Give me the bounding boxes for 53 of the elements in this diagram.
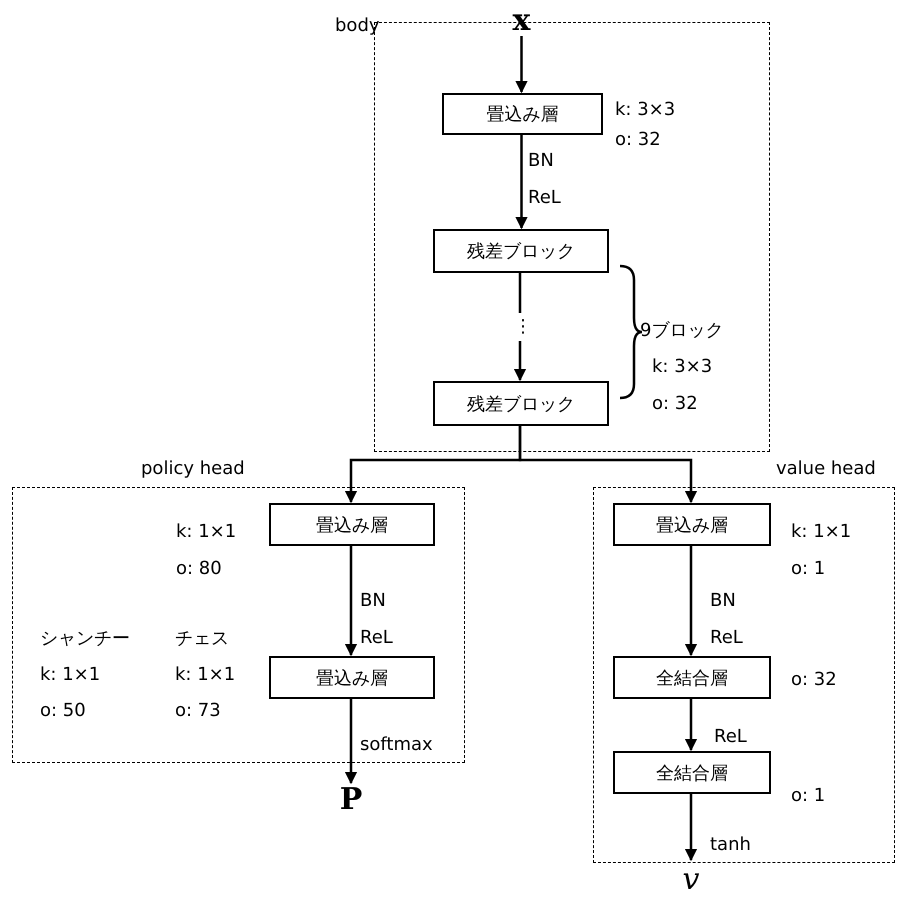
layer-box [433,229,609,273]
arrow [344,545,358,656]
arrow [684,793,698,862]
layer-label: 全結合層 [656,762,728,784]
parameter-note: k: 3×3 [615,101,676,119]
layer-box [433,381,609,426]
layer-box [613,656,771,699]
group-heading: policy head [141,460,245,478]
layer-box [269,503,435,546]
parameter-note: o: 32 [791,671,837,689]
math-symbol: v [677,860,705,898]
arrow [684,545,698,656]
parameter-note: o: 32 [652,395,698,413]
layer-box [442,93,603,135]
edge-label: tanh [710,834,750,856]
layer-box [613,751,771,794]
parameter-note: o: 80 [176,560,222,578]
arrow [515,134,528,230]
arrow [518,425,698,504]
group-heading: value head [776,460,876,478]
parameter-note: k: 1×1 [791,523,852,541]
arrow [515,36,528,94]
edge-label: ReL [714,726,748,748]
parameter-note: k: 3×3 [652,358,712,376]
parameter-note: o: 50 [40,702,86,720]
parameter-note: o: 32 [615,131,661,149]
parameter-note: チェス [175,630,229,648]
layer-label: 畳込み層 [656,514,728,536]
layer-label: 畳込み層 [486,103,558,126]
parameter-note: o: 73 [175,702,221,720]
parameter-note: k: 1×1 [40,666,100,684]
arrow [344,698,358,784]
edge-label: BN ReL [710,589,744,650]
edge-label: BN ReL [360,589,394,650]
parameter-note: k: 1×1 [176,523,236,541]
arrow [684,698,698,752]
parameter-note: o: 1 [791,560,826,578]
layer-box [269,656,435,699]
layer-label: 全結合層 [656,666,728,690]
parameter-note: 9ブロック [640,322,724,340]
layer-label: 畳込み層 [316,514,388,536]
layer-label: 畳込み層 [316,666,388,690]
layer-label: 残差ブロック [467,240,575,263]
layer-label: 残差ブロック [467,392,575,416]
edge-label: BN ReL [528,149,562,210]
parameter-note: k: 1×1 [175,666,236,684]
math-symbol: P [336,783,366,815]
edge-label: softmax [360,734,434,756]
group-heading: body [335,17,380,35]
parameter-note: シャンチー [40,630,130,648]
parameter-note: o: 1 [791,787,826,805]
math-symbol: x [508,4,535,36]
layer-box [613,503,771,546]
